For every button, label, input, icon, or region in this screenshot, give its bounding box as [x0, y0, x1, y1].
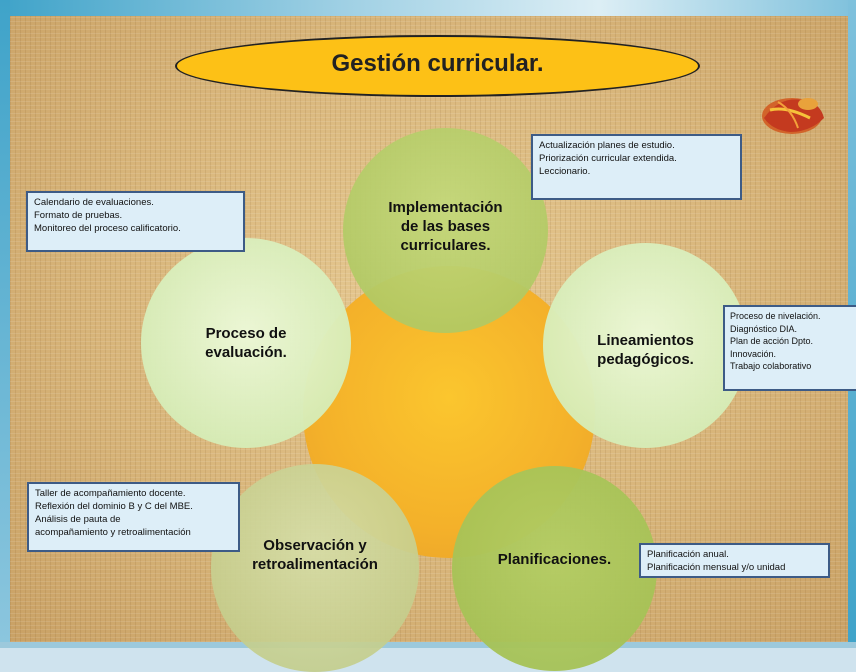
note-line: Monitoreo del proceso calificatorio.	[34, 223, 181, 234]
note-planificaciones: Planificación anual. Planificación mensu…	[639, 543, 830, 578]
note-line: Plan de acción Dpto.	[730, 336, 814, 346]
note-line: Innovación.	[730, 348, 777, 359]
node-implementacion: Implementación de las bases curriculares…	[343, 128, 548, 333]
note-line: Calendario de evaluaciones.	[34, 197, 154, 208]
node-proceso-evaluacion: Proceso de evaluación.	[141, 238, 351, 448]
note-line: Actualización planes de estudio.	[539, 140, 675, 151]
note-line: Leccionario.	[539, 166, 591, 177]
node-planificaciones: Planificaciones.	[452, 466, 657, 671]
note-line: Planificación mensual y/o unidad	[647, 562, 786, 573]
note-line: Priorización curricular extendida.	[539, 153, 677, 164]
note-observacion: Taller de acompañamiento docente. Reflex…	[27, 482, 240, 552]
left-frame-bar	[0, 0, 10, 648]
note-proceso-evaluacion: Calendario de evaluaciones. Formato de p…	[26, 191, 245, 252]
slide-canvas: Gestión curricular. Implementación de la…	[10, 16, 856, 672]
autumn-leaf-icon	[762, 98, 824, 134]
top-frame-bar	[0, 0, 856, 18]
node-observacion: Observación y retroalimentación	[211, 464, 419, 672]
node-observacion-label: Observación y retroalimentación	[252, 537, 378, 573]
note-implementacion: Actualización planes de estudio. Prioriz…	[531, 134, 742, 200]
node-proceso-evaluacion-label: Proceso de evaluación.	[205, 325, 287, 361]
note-line: Proceso de nivelación.	[730, 311, 821, 321]
bottom-frame-bar	[0, 642, 856, 648]
node-planificaciones-label: Planificaciones.	[497, 551, 612, 568]
node-lineamientos-label: Lineamientos pedagógicos.	[597, 331, 694, 368]
note-lineamientos: Proceso de nivelación. Diagnóstico DIA. …	[723, 305, 856, 391]
note-line: Trabajo colaborativo	[730, 361, 812, 371]
note-line: Planificación anual.	[647, 549, 729, 560]
note-line: Diagnóstico DIA.	[730, 323, 798, 334]
note-line: Análisis de pauta de	[35, 514, 121, 525]
note-line: Reflexión del dominio B y C del MBE.	[35, 501, 193, 512]
node-implementacion-label: Implementación de las bases curriculares…	[388, 199, 503, 254]
title-oval: Gestión curricular.	[175, 35, 700, 97]
slide-title: Gestión curricular.	[331, 50, 544, 77]
note-line: Formato de pruebas.	[34, 210, 123, 221]
note-line: acompañamiento y retroalimentación	[35, 527, 191, 538]
note-line: Taller de acompañamiento docente.	[35, 488, 186, 499]
node-lineamientos: Lineamientos pedagógicos.	[543, 243, 748, 448]
